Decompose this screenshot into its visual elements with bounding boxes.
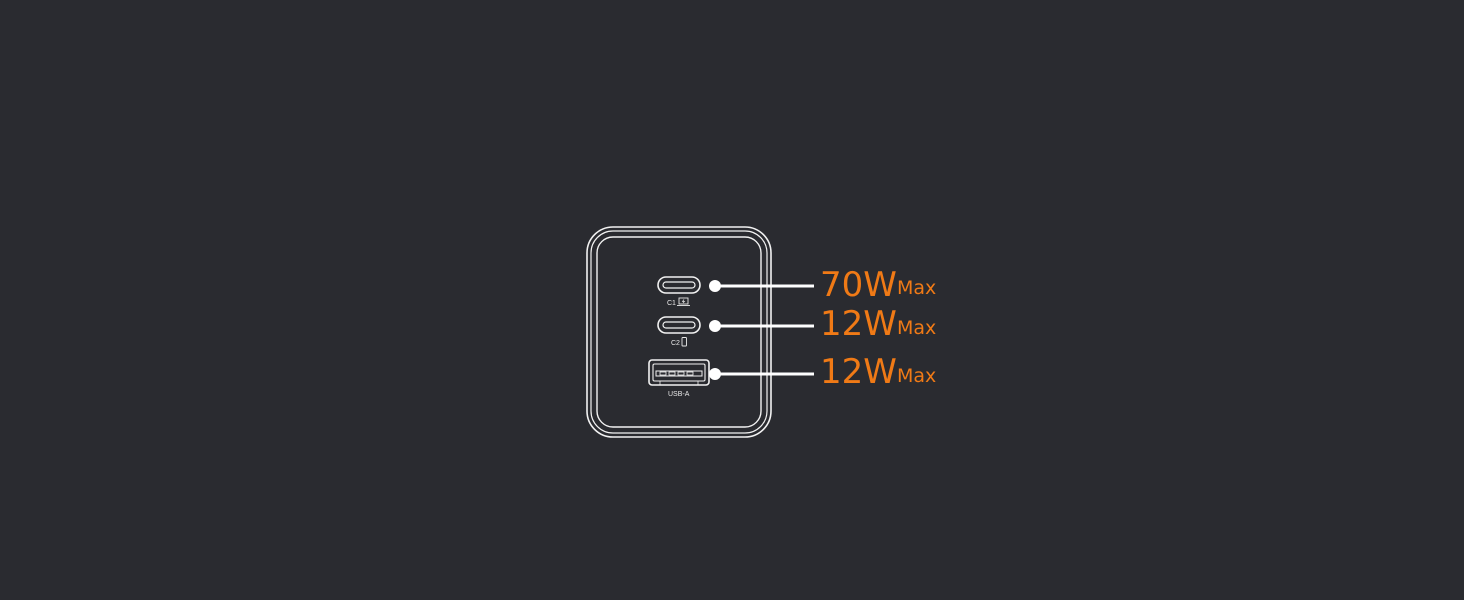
port-label-c2: C2	[671, 340, 680, 347]
phone-icon	[681, 337, 687, 347]
usb-c-port-2	[657, 316, 701, 334]
callout-c1	[709, 280, 814, 292]
usb-a-wattage: 12W	[820, 352, 897, 392]
charger-inner-face	[596, 236, 762, 428]
usb-a-max-label: Max	[897, 365, 936, 387]
callout-c2	[709, 320, 814, 332]
usb-c-port-1	[657, 276, 701, 294]
c2-max-label: Max	[897, 317, 936, 339]
c2-wattage: 12W	[820, 304, 897, 344]
port-label-usb-a: USB-A	[668, 391, 690, 398]
c1-wattage: 70W	[820, 265, 897, 305]
port-label-c1: C1	[667, 300, 676, 307]
laptop-icon	[677, 297, 690, 306]
charger-outer-outline	[586, 226, 772, 438]
charger-body	[586, 226, 772, 438]
charger-middle-outline	[590, 230, 768, 434]
c1-max-label: Max	[897, 277, 936, 299]
callout-usb-a	[709, 368, 814, 380]
usb-a-port	[648, 359, 710, 386]
